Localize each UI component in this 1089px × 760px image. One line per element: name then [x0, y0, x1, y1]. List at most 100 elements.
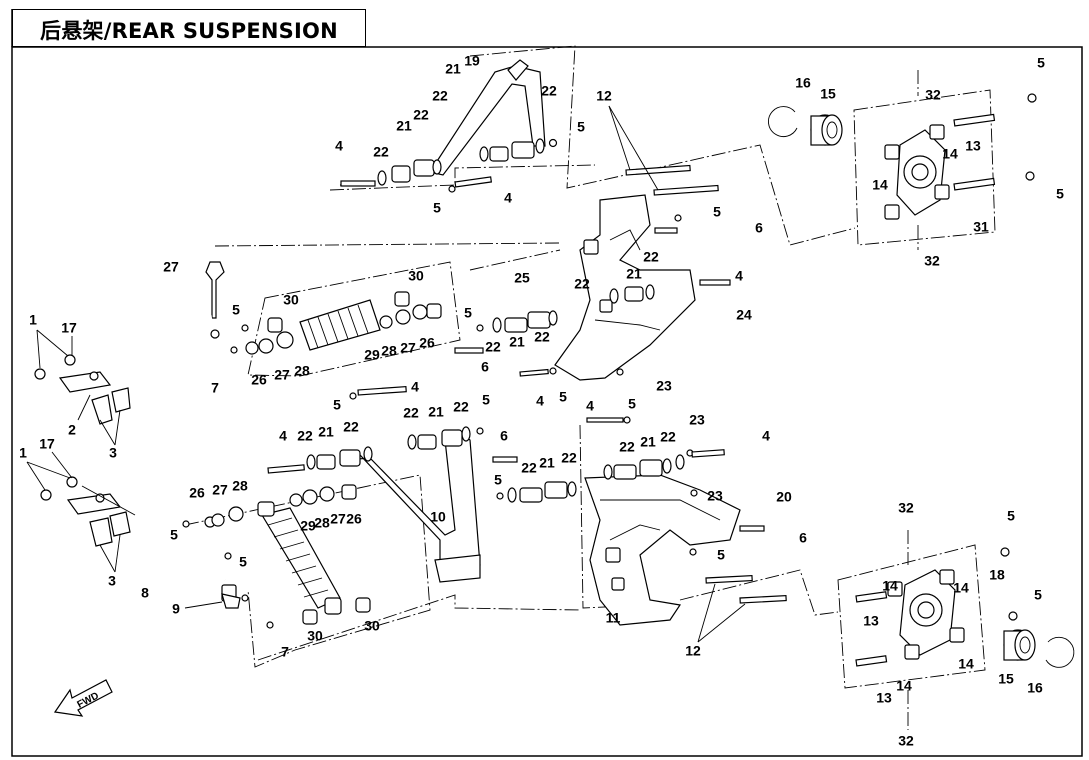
callout-30: 30 — [307, 628, 323, 644]
callout-14: 14 — [958, 656, 974, 672]
knuckle-31 — [884, 93, 1037, 220]
callout-8: 8 — [141, 585, 149, 601]
callout-5: 5 — [333, 397, 341, 413]
callout-5: 5 — [232, 302, 240, 318]
callout-6: 6 — [481, 359, 489, 375]
callout-21: 21 — [318, 424, 334, 440]
callout-21: 21 — [509, 334, 525, 350]
callout-14: 14 — [882, 578, 898, 594]
callout-32: 32 — [898, 500, 914, 516]
shock-absorber-upper — [230, 291, 442, 355]
callout-9: 9 — [172, 601, 180, 617]
callout-16: 16 — [795, 75, 811, 91]
callout-4: 4 — [762, 428, 770, 444]
callout-22: 22 — [297, 428, 313, 444]
callout-12: 12 — [596, 88, 612, 104]
callout-5: 5 — [1056, 186, 1064, 202]
bearing-15-lower — [1003, 629, 1075, 668]
callout-28: 28 — [294, 363, 310, 379]
callout-5: 5 — [713, 204, 721, 220]
callout-7: 7 — [281, 644, 289, 660]
callout-22: 22 — [413, 107, 429, 123]
callout-4: 4 — [586, 398, 594, 414]
callout-15: 15 — [820, 86, 836, 102]
callout-23: 23 — [707, 488, 723, 504]
callout-5: 5 — [577, 119, 585, 135]
callout-5: 5 — [433, 200, 441, 216]
callout-21: 21 — [428, 404, 444, 420]
callout-22: 22 — [574, 276, 590, 292]
callout-27: 27 — [163, 259, 179, 275]
stabilizer-bar-8 — [141, 315, 237, 604]
callout-24: 24 — [736, 307, 752, 323]
callout-30: 30 — [364, 618, 380, 634]
callout-25: 25 — [514, 270, 530, 286]
sensor-9 — [184, 552, 274, 629]
callout-28: 28 — [314, 515, 330, 531]
lower-a-arm-10 — [344, 429, 481, 583]
callout-5: 5 — [628, 396, 636, 412]
bolts-12-upper — [608, 105, 719, 196]
bearing-15-upper — [768, 106, 843, 146]
lower-bracket-bushings — [496, 416, 725, 503]
callout-12: 12 — [685, 643, 701, 659]
callout-27: 27 — [330, 511, 346, 527]
callout-26: 26 — [419, 335, 435, 351]
callout-22: 22 — [534, 329, 550, 345]
callout-4: 4 — [536, 393, 544, 409]
callout-5: 5 — [239, 554, 247, 570]
callout-5: 5 — [717, 547, 725, 563]
callout-5: 5 — [170, 527, 178, 543]
bracket-bushings — [454, 284, 655, 377]
callout-29: 29 — [364, 347, 380, 363]
callout-5: 5 — [559, 389, 567, 405]
callout-22: 22 — [561, 450, 577, 466]
callout-32: 32 — [898, 733, 914, 749]
callout-32: 32 — [925, 87, 941, 103]
callout-26: 26 — [346, 511, 362, 527]
callout-30: 30 — [408, 268, 424, 284]
shock-absorber-lower — [182, 484, 371, 625]
callout-22: 22 — [485, 339, 501, 355]
callout-21: 21 — [539, 455, 555, 471]
callout-22: 22 — [343, 419, 359, 435]
stabilizer-bracket-upper — [34, 354, 131, 425]
callout-21: 21 — [445, 61, 461, 77]
fwd-arrow-icon: FWD — [53, 679, 113, 717]
callout-13: 13 — [965, 138, 981, 154]
callout-14: 14 — [953, 580, 969, 596]
callout-22: 22 — [432, 88, 448, 104]
callout-23: 23 — [689, 412, 705, 428]
bolts-12-lower — [697, 574, 787, 643]
callout-22: 22 — [541, 83, 557, 99]
callout-30: 30 — [283, 292, 299, 308]
page-title: 后悬架/REAR SUSPENSION — [40, 19, 338, 43]
callout-14: 14 — [942, 146, 958, 162]
callout-5: 5 — [494, 472, 502, 488]
callout-5: 5 — [1007, 508, 1015, 524]
callout-32: 32 — [924, 253, 940, 269]
callout-1: 1 — [29, 312, 37, 328]
bracket-leaders — [26, 329, 136, 573]
callout-11: 11 — [606, 610, 621, 626]
callout-19: 19 — [464, 53, 480, 69]
callout-23: 23 — [656, 378, 672, 394]
callout-5: 5 — [1037, 55, 1045, 71]
callout-31: 31 — [973, 219, 989, 235]
callout-28: 28 — [381, 343, 397, 359]
callout-7: 7 — [211, 380, 219, 396]
callout-3: 3 — [108, 573, 116, 589]
callout-27: 27 — [274, 367, 290, 383]
callout-17: 17 — [39, 436, 55, 452]
callout-16: 16 — [1027, 680, 1043, 696]
callout-26: 26 — [189, 485, 205, 501]
callout-20: 20 — [776, 489, 792, 505]
knuckle-18 — [855, 547, 1018, 667]
callout-27: 27 — [400, 340, 416, 356]
callout-1: 1 — [19, 445, 27, 461]
callout-6: 6 — [799, 530, 807, 546]
callout-10: 10 — [430, 509, 446, 525]
callout-4: 4 — [411, 379, 419, 395]
